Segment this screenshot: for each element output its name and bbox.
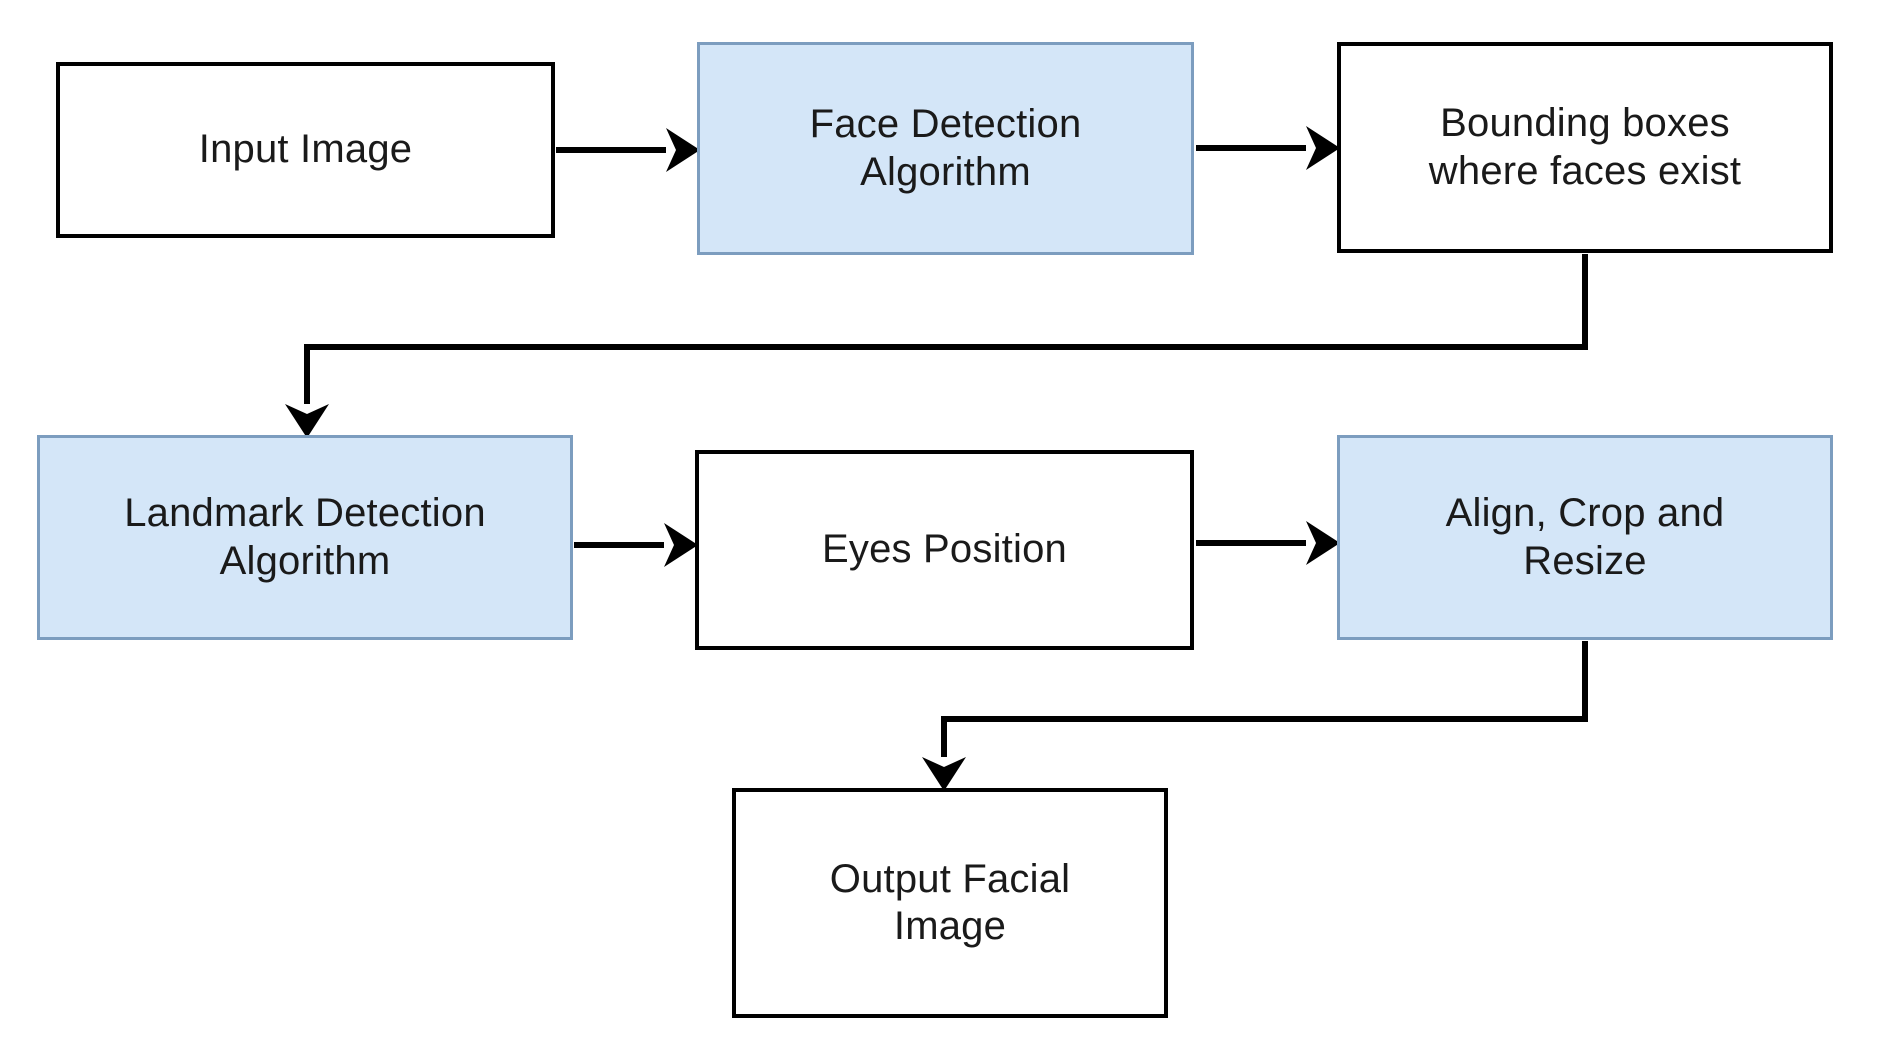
- node-label-face-detection-algorithm: Face Detection Algorithm: [809, 102, 1082, 194]
- node-landmark-detection-algorithm[interactable]: Landmark Detection Algorithm: [37, 435, 573, 640]
- node-label-align-crop-resize: Align, Crop and Resize: [1445, 491, 1725, 583]
- node-align-crop-resize[interactable]: Align, Crop and Resize: [1337, 435, 1833, 640]
- edge-align-crop-resize-to-output: [922, 641, 1588, 791]
- node-label-eyes-position: Eyes Position: [822, 527, 1067, 572]
- edge-input-to-face-detection: [556, 128, 700, 172]
- node-input-image[interactable]: Input Image: [56, 62, 555, 238]
- node-label-landmark-detection-algorithm: Landmark Detection Algorithm: [124, 491, 486, 583]
- node-eyes-position[interactable]: Eyes Position: [695, 450, 1194, 650]
- node-label-input-image: Input Image: [198, 127, 413, 172]
- node-bounding-boxes[interactable]: Bounding boxes where faces exist: [1337, 42, 1833, 253]
- node-label-output-facial-image: Output Facial Image: [829, 856, 1071, 948]
- edge-landmark-detection-to-eyes-position: [574, 523, 698, 567]
- edge-bounding-boxes-to-landmark-detection: [285, 254, 1588, 438]
- node-output-facial-image[interactable]: Output Facial Image: [732, 788, 1168, 1018]
- node-label-bounding-boxes: Bounding boxes where faces exist: [1428, 101, 1742, 193]
- edge-eyes-position-to-align-crop-resize: [1196, 521, 1340, 565]
- node-face-detection-algorithm[interactable]: Face Detection Algorithm: [697, 42, 1194, 255]
- edge-face-detection-to-bounding-boxes: [1196, 126, 1340, 170]
